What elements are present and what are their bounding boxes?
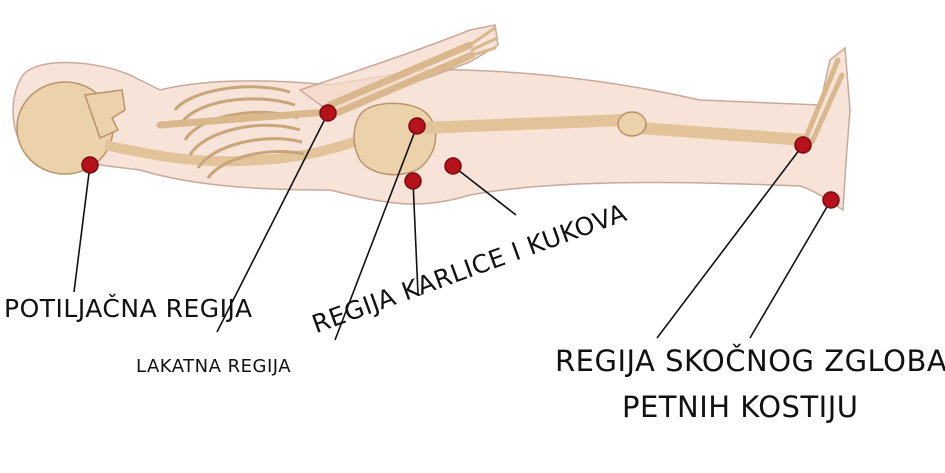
knee: [617, 111, 647, 137]
pressure-point-sacrum: [408, 117, 426, 135]
label-elbow-region: LAKATNA REGIJA: [136, 356, 292, 377]
leader-elbow: [216, 112, 329, 333]
skull: [16, 81, 126, 175]
body-silhouette: [12, 24, 851, 212]
leader-pelvis-upper: [334, 125, 418, 341]
leader-ankle: [656, 144, 804, 339]
pressure-point-ankle: [794, 136, 812, 154]
arm-bones: [156, 41, 476, 129]
leader-pelvis-lower: [412, 180, 419, 295]
pressure-point-elbow: [319, 104, 337, 122]
label-ankle-region-line1: REGIJA SKOČNOG ZGLOBA I: [555, 344, 945, 378]
spine: [103, 135, 362, 167]
hand-bones: [468, 26, 499, 57]
pressure-points: [81, 104, 840, 209]
pressure-point-occipital: [81, 156, 99, 174]
pressure-point-heel: [822, 191, 840, 209]
leg-bones: [414, 114, 811, 146]
foot-bones: [802, 57, 845, 145]
label-occipital-region: POTILJAČNA REGIJA: [4, 294, 253, 323]
pressure-point-hip: [404, 172, 422, 190]
label-ankle-region-line2: PETNIH KOSTIJU: [622, 390, 859, 424]
leader-heel: [749, 199, 832, 339]
leader-lines: [73, 112, 832, 341]
leader-pelvis-side: [452, 165, 517, 216]
leader-occipital: [73, 164, 91, 293]
pressure-point-trochanter: [444, 157, 462, 175]
pelvis: [353, 102, 437, 176]
